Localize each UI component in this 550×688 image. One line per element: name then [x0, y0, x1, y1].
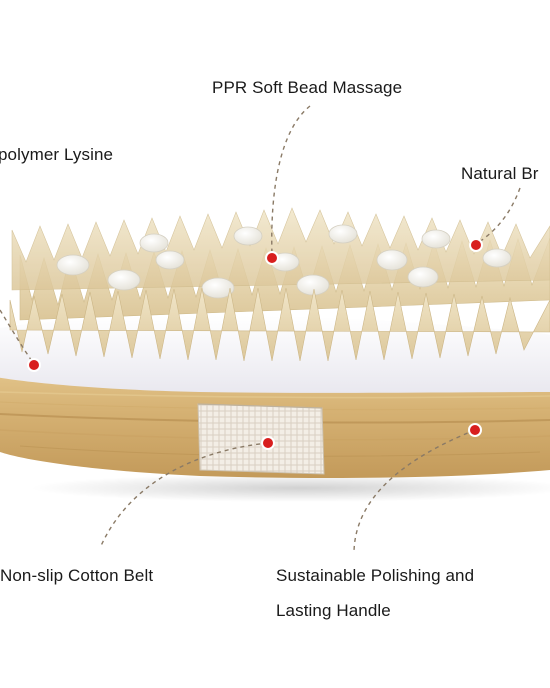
callout-bead-massage: PPR Soft Bead Massage: [212, 78, 403, 97]
massage-beads: [56, 224, 512, 299]
callout-cotton-belt: Non-slip Cotton Belt: [0, 566, 154, 585]
callout-natural-bristle: Natural Br: [461, 164, 539, 183]
callout-polymer-lysine: polymer Lysine: [0, 145, 114, 164]
callout-handle-line-1: Sustainable Polishing and: [276, 566, 475, 585]
callout-handle-line-2: Lasting Handle: [276, 601, 391, 620]
cotton-belt: [197, 403, 325, 475]
brush-shadow: [30, 474, 550, 502]
bristle-front-row: [9, 287, 550, 362]
callout-markers: [27, 238, 483, 450]
